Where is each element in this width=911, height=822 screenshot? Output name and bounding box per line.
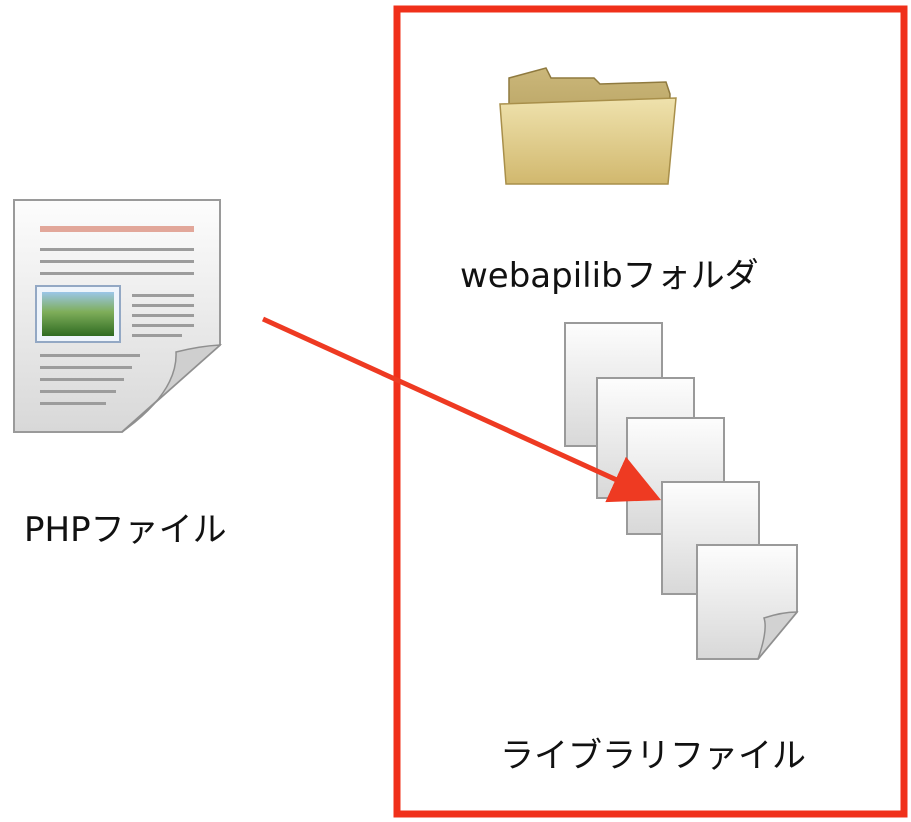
library-page — [696, 544, 799, 660]
document-with-image-icon — [13, 199, 223, 433]
library-frame — [393, 5, 908, 818]
library-files-label: ライブラリファイル — [500, 736, 806, 776]
include-arrow — [261, 316, 662, 503]
stacked-pages-icon — [564, 322, 799, 660]
php-file-label: PHPファイル — [24, 510, 227, 550]
folder-icon — [499, 67, 677, 185]
folder-label: webapilibフォルダ — [460, 256, 759, 296]
